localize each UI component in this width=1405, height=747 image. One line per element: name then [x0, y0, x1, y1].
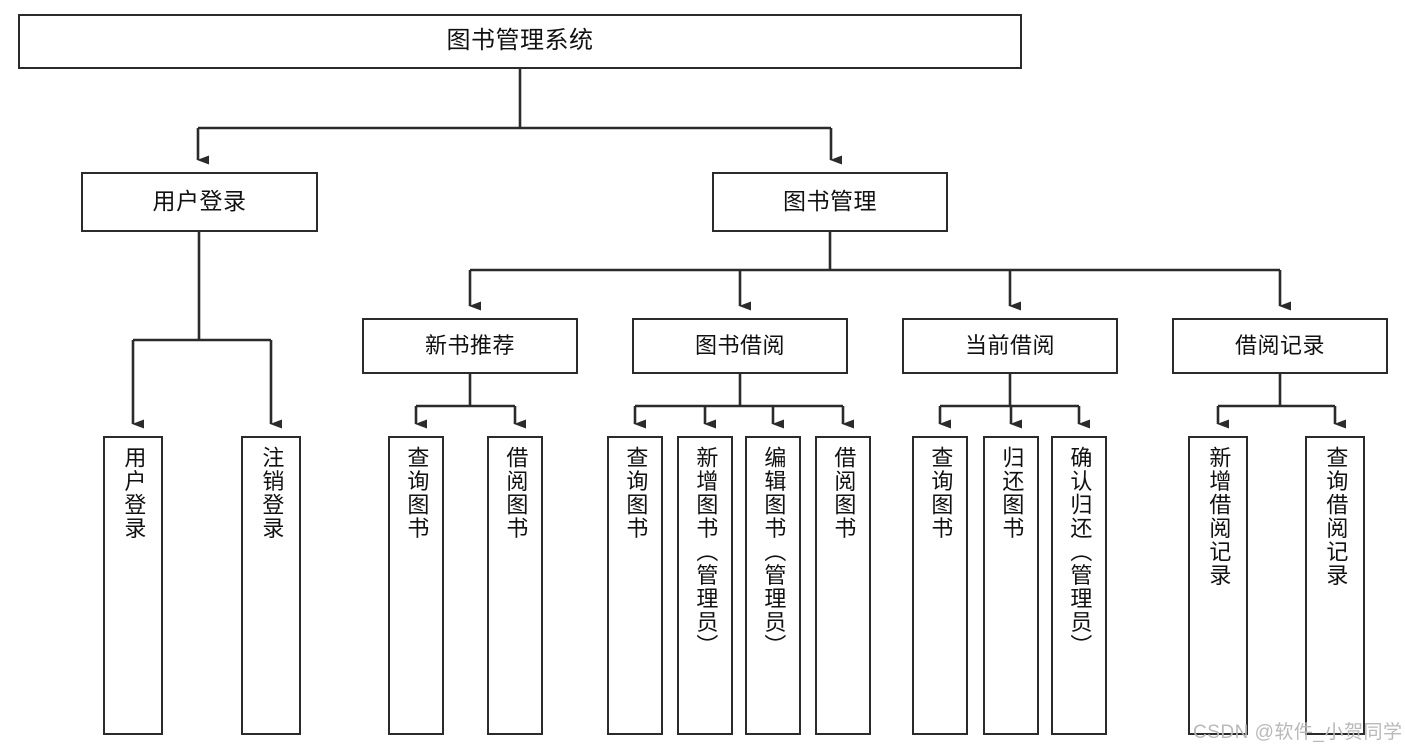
node-root-system-label: 图书管理系统 — [446, 27, 594, 55]
node-book-borrow[interactable]: 图书借阅 — [632, 318, 848, 374]
leaf-query-book-cb[interactable]: 查询图书 — [912, 436, 968, 735]
leaf-borrow-book-nbr[interactable]: 借阅图书 — [487, 436, 543, 735]
node-current-borrow-label: 当前借阅 — [964, 333, 1055, 359]
leaf-query-borrow-record[interactable]: 查询借阅记录 — [1305, 436, 1365, 735]
leaf-query-book-cb-label: 查询图书 — [928, 446, 954, 540]
node-book-management[interactable]: 图书管理 — [712, 172, 948, 232]
leaf-add-book-admin[interactable]: 新增图书（管理员） — [677, 436, 733, 735]
node-current-borrow[interactable]: 当前借阅 — [902, 318, 1118, 374]
leaf-user-login-label: 用户登录 — [121, 446, 147, 540]
leaf-query-book-nbr[interactable]: 查询图书 — [388, 436, 444, 735]
leaf-borrow-book-nbr-label: 借阅图书 — [503, 446, 529, 540]
leaf-query-book-nbr-label: 查询图书 — [404, 446, 430, 540]
node-new-book-recommend-label: 新书推荐 — [424, 333, 515, 359]
leaf-add-book-admin-label: 新增图书（管理员） — [693, 446, 719, 658]
leaf-user-login[interactable]: 用户登录 — [103, 436, 163, 735]
leaf-edit-book-admin[interactable]: 编辑图书（管理员） — [745, 436, 801, 735]
leaf-confirm-return-admin-label: 确认归还（管理员） — [1067, 446, 1093, 658]
leaf-query-borrow-record-label: 查询借阅记录 — [1323, 446, 1349, 587]
node-new-book-recommend[interactable]: 新书推荐 — [362, 318, 578, 374]
node-book-borrow-label: 图书借阅 — [694, 333, 785, 359]
leaf-confirm-return-admin[interactable]: 确认归还（管理员） — [1051, 436, 1107, 735]
node-borrow-record[interactable]: 借阅记录 — [1172, 318, 1388, 374]
leaf-return-book[interactable]: 归还图书 — [983, 436, 1039, 735]
leaf-borrow-book-bb[interactable]: 借阅图书 — [815, 436, 871, 735]
leaf-query-book-bb[interactable]: 查询图书 — [607, 436, 663, 735]
node-user-login-label: 用户登录 — [152, 188, 247, 215]
leaf-borrow-book-bb-label: 借阅图书 — [831, 446, 857, 540]
leaf-logout-label: 注销登录 — [259, 446, 285, 540]
node-user-login[interactable]: 用户登录 — [81, 172, 318, 232]
node-borrow-record-label: 借阅记录 — [1234, 333, 1325, 359]
leaf-edit-book-admin-label: 编辑图书（管理员） — [761, 446, 787, 658]
leaf-query-book-bb-label: 查询图书 — [623, 446, 649, 540]
node-book-management-label: 图书管理 — [783, 188, 877, 215]
leaf-add-borrow-record[interactable]: 新增借阅记录 — [1188, 436, 1248, 735]
node-root-system[interactable]: 图书管理系统 — [18, 14, 1022, 69]
leaf-add-borrow-record-label: 新增借阅记录 — [1206, 446, 1232, 587]
leaf-return-book-label: 归还图书 — [999, 446, 1025, 540]
leaf-logout[interactable]: 注销登录 — [241, 436, 301, 735]
